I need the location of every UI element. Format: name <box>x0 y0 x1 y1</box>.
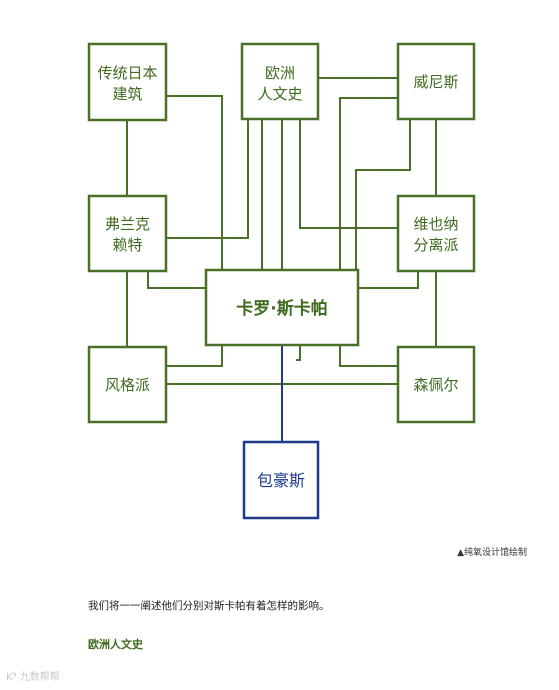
edge-european-frank <box>166 119 249 239</box>
edge-center-stijl <box>166 345 223 367</box>
node-secession-line1: 维也纳 <box>413 215 458 233</box>
node-semper-label: 森佩尔 <box>413 376 458 394</box>
edge-european-secession <box>299 119 398 229</box>
node-frank-box <box>87 194 168 273</box>
node-semper-box <box>396 345 476 424</box>
node-secession-box <box>396 194 476 273</box>
edge-frank-center <box>147 271 206 289</box>
node-secession-line2: 分离派 <box>413 236 458 254</box>
diagram-caption: ▲纯氧设计馆绘制 <box>457 548 527 558</box>
section-heading: 欧洲人文史 <box>88 638 143 651</box>
edge-venice-center-b <box>355 119 411 270</box>
body-paragraph: 我们将一一阐述他们分别对斯卡帕有着怎样的影响。 <box>88 600 330 612</box>
node-venice-box <box>396 42 476 121</box>
node-center-label: 卡罗·斯卡帕 <box>236 298 327 319</box>
node-stijl-label: 风格派 <box>105 376 150 394</box>
node-frank-line2: 赖特 <box>112 236 142 254</box>
node-stijl-box <box>87 345 168 424</box>
node-bauhaus-label: 包豪斯 <box>257 471 305 490</box>
edge-venice-center-a <box>339 97 398 270</box>
node-frank-line1: 弗兰克 <box>105 215 150 233</box>
node-japanese-box <box>87 42 168 122</box>
edge-secession-center <box>358 271 419 289</box>
node-european-line2: 人文史 <box>257 85 302 103</box>
watermark-logo: K⁹ 九数帮帮 <box>6 672 60 683</box>
node-venice-label: 威尼斯 <box>413 73 458 91</box>
edge-center-semper-a <box>339 345 398 367</box>
node-european-line1: 欧洲 <box>265 64 295 82</box>
node-center-box <box>204 268 360 347</box>
edge-japanese-center <box>166 95 223 270</box>
node-japanese-line1: 传统日本 <box>97 64 157 82</box>
node-bauhaus-box <box>242 440 320 520</box>
influence-diagram: 传统日本 建筑 欧洲 人文史 威尼斯 弗兰克 赖特 维也纳 分离派 卡罗·斯卡帕… <box>87 42 476 520</box>
edge-center-semper-b <box>296 345 301 361</box>
node-european-box <box>240 42 320 121</box>
node-japanese-line2: 建筑 <box>112 85 142 103</box>
